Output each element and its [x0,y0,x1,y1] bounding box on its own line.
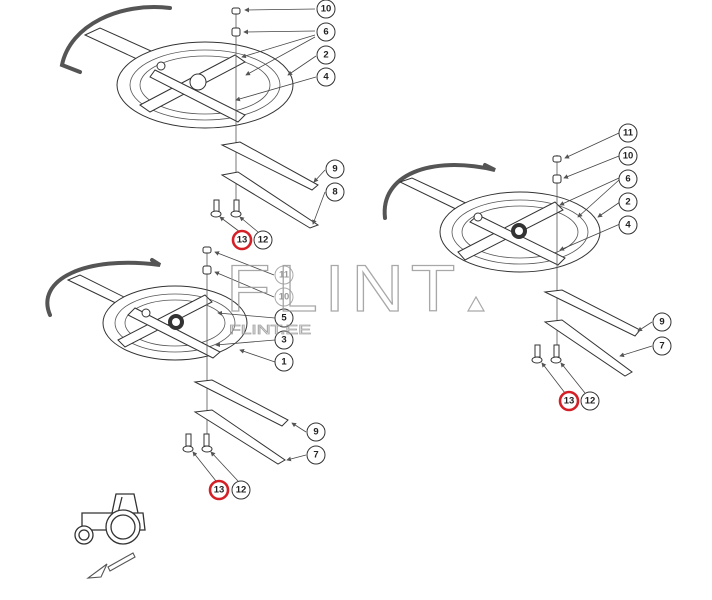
svg-text:13: 13 [214,485,225,496]
callout-12: 12 [231,480,251,500]
callout-13-highlighted: 13 [208,479,230,501]
svg-text:5: 5 [281,313,287,324]
assembly-bottom-left: 11 10 5 3 1 9 7 13 12 [45,246,326,501]
callout-11: 11 [618,123,638,143]
callout-7: 7 [652,336,672,356]
callout-10: 10 [618,146,638,166]
rotation-arrow-icon [45,258,162,317]
callout-13-highlighted: 13 [558,390,580,412]
svg-text:10: 10 [279,292,290,303]
callout-10: 10 [316,0,336,19]
callout-6: 6 [618,169,638,189]
svg-text:4: 4 [625,220,631,231]
callout-5: 5 [274,308,294,328]
svg-text:FLINT.EE: FLINT.EE [229,322,311,337]
callout-1: 1 [274,352,294,372]
callout-9: 9 [652,312,672,332]
callout-7: 7 [306,445,326,465]
rotation-arrow-icon [59,5,172,74]
callout-3: 3 [274,330,294,350]
svg-text:9: 9 [659,317,664,328]
callout-12: 12 [580,391,600,411]
svg-text:11: 11 [623,128,634,139]
assembly-top-left: 10 6 2 4 9 8 13 12 [59,0,345,251]
callout-4: 4 [618,215,638,235]
callout-10: 10 [274,287,294,307]
svg-text:6: 6 [323,27,328,38]
svg-text:8: 8 [332,187,337,198]
callout-4: 4 [316,67,336,87]
svg-text:12: 12 [236,485,247,496]
svg-text:11: 11 [279,270,290,281]
assembly-right: 11 10 6 2 4 9 7 13 12 [382,123,672,412]
svg-text:7: 7 [313,450,318,461]
svg-text:7: 7 [659,341,664,352]
svg-text:2: 2 [323,50,328,61]
svg-text:13: 13 [237,235,248,246]
svg-text:6: 6 [625,174,630,185]
svg-text:2: 2 [625,197,630,208]
callout-2: 2 [316,45,336,65]
callout-8: 8 [325,182,345,202]
svg-text:9: 9 [313,427,318,438]
callout-11: 11 [274,265,294,285]
callout-2: 2 [618,192,638,212]
svg-text:13: 13 [564,396,575,407]
svg-text:12: 12 [585,396,596,407]
callout-13-highlighted: 13 [231,229,253,251]
svg-text:3: 3 [281,335,286,346]
tractor-icon [74,493,146,545]
arrow-down-left-icon [86,552,136,579]
rotation-arrow-icon [382,163,496,220]
svg-text:4: 4 [323,72,329,83]
svg-text:12: 12 [258,235,269,246]
callout-6: 6 [316,22,336,42]
svg-text:1: 1 [281,357,287,368]
callout-12: 12 [253,230,273,250]
svg-text:9: 9 [332,164,337,175]
svg-text:FLINT: FLINT [226,251,462,325]
svg-text:10: 10 [321,4,332,15]
callout-9: 9 [325,159,345,179]
watermark: FLINT FLINT.EE [225,250,486,337]
svg-text:10: 10 [623,151,634,162]
callout-9: 9 [306,422,326,442]
